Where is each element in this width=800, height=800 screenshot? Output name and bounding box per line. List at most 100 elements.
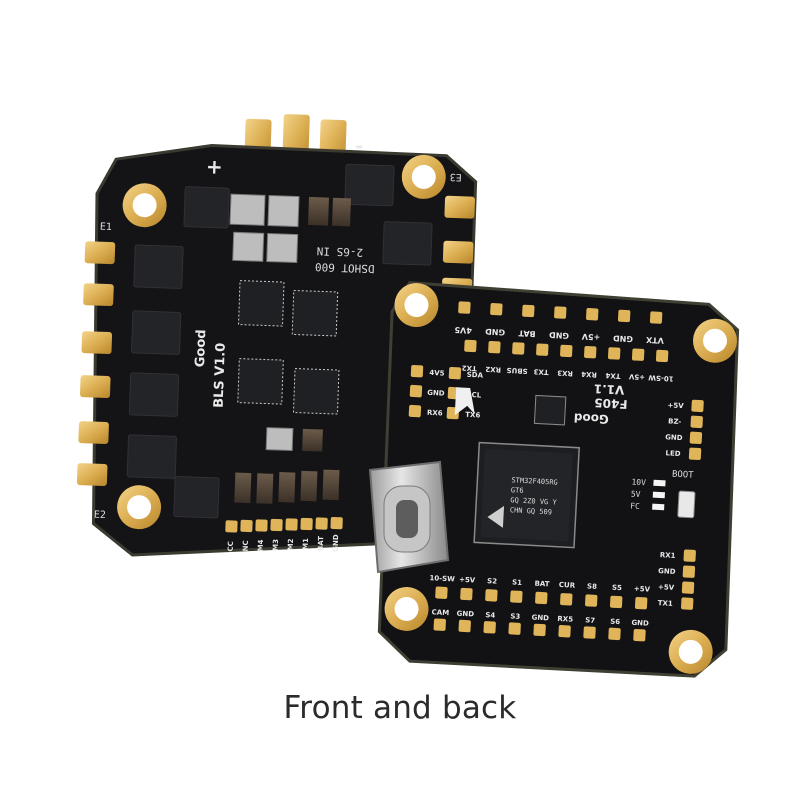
solder-pad [683, 549, 696, 562]
pad-label: GND [631, 619, 649, 628]
solder-pad [483, 621, 496, 634]
solder-pad [554, 306, 567, 319]
pad-label: M4 [257, 539, 265, 551]
pad-label: RX6 [427, 409, 443, 418]
pad-label: S4 [485, 611, 495, 620]
fc-boot-button [677, 490, 696, 519]
pad-label: BZ- [668, 417, 682, 426]
pad-label: 4V5 [454, 325, 472, 335]
pad-label: SDA [467, 371, 484, 380]
pad-label: CAM [431, 608, 449, 617]
pad-label: 10-SW [648, 373, 674, 382]
pad-label: RX5 [557, 615, 573, 624]
pad-label: 4V5 [429, 369, 445, 378]
solder-pad [409, 384, 423, 398]
solder-pad [448, 366, 462, 380]
fc-side-label: FC [630, 502, 640, 512]
pad-label: +5V [459, 576, 476, 585]
pad-label: M3 [272, 539, 280, 551]
solder-pad [688, 447, 702, 461]
solder-pad [270, 518, 283, 532]
esc-version: BLS V1.0 [212, 343, 229, 409]
solder-pad [560, 593, 573, 606]
pad-label: GND [456, 610, 474, 619]
pad-label: +5V [628, 372, 645, 381]
solder-pad [608, 627, 621, 641]
pad-label: NC [242, 540, 250, 551]
solder-pad [490, 303, 503, 316]
esc-plus-label: + [206, 154, 224, 179]
pad-label: TX3 [533, 367, 549, 376]
pad-label: TX6 [465, 411, 481, 420]
solder-pad [536, 343, 549, 356]
solder-pad [410, 364, 424, 378]
solder-pad [681, 581, 695, 594]
pad-label: S5 [612, 584, 622, 593]
esc-mount-holes [117, 154, 446, 530]
pad-label: BAT [317, 536, 326, 551]
fc-mount-holes [384, 283, 737, 674]
pad-label: +5V [634, 585, 651, 594]
solder-pad [584, 346, 597, 359]
esc-corner-labels: E3 E1 E2 [94, 171, 462, 521]
fc-mcu: STM32F405RG GT6 GQ 2Z0 VG Y CHN GQ 509 [473, 441, 580, 549]
pad-label: BAT [534, 580, 550, 589]
solder-pad [560, 344, 573, 358]
brand-logo-icon [454, 387, 475, 416]
pad-label: GND [332, 534, 341, 552]
esc-corner-e3: E3 [450, 171, 462, 182]
solder-pad [255, 519, 268, 532]
pad-label: GND [485, 327, 506, 337]
fc-boot-label: BOOT [672, 470, 695, 481]
pad-label: TX1 [657, 599, 673, 608]
solder-pad [512, 342, 525, 355]
solder-pad [691, 399, 704, 413]
pad-label: S1 [512, 578, 522, 587]
pad-label: S8 [587, 582, 597, 591]
pad-label: GND [531, 614, 549, 623]
solder-pad [583, 626, 596, 639]
solder-pad [558, 625, 571, 638]
solder-pad [460, 587, 473, 601]
pad-label: +5V [581, 332, 601, 342]
solder-pad [510, 590, 523, 603]
pad-label: +5V [667, 401, 684, 410]
solder-pad [609, 595, 623, 609]
solder-pad [435, 586, 448, 599]
esc-brand: Good [193, 329, 209, 367]
solder-pad [433, 618, 446, 631]
solder-pad [631, 348, 645, 361]
pad-label: M1 [302, 538, 310, 550]
fc-board: VTXGND+5VGNDBATGND4V510-SW+5VTX4RX4RX3TX… [377, 281, 740, 678]
pad-label: S7 [585, 616, 595, 625]
pad-label: SBUS [506, 366, 527, 375]
esc-dshot: DSHOT 600 [315, 260, 375, 275]
solder-pad [680, 597, 694, 610]
esc-left-pads [76, 241, 116, 486]
solder-pad [655, 349, 669, 363]
solder-pad [240, 519, 253, 533]
solder-pad [458, 301, 471, 314]
esc-ics [237, 280, 340, 415]
caption: Front and back [283, 690, 517, 726]
pad-label: CUR [559, 581, 576, 590]
pad-label: LED [665, 449, 681, 458]
fc-mcu-line-4: CHN GQ 509 [510, 506, 553, 516]
pad-label: GND [658, 567, 676, 576]
fc-leds [652, 479, 666, 511]
fc-model: F405 [594, 395, 628, 411]
pad-label: TX2 [461, 364, 477, 373]
fc-mcu-line-3: GQ 2Z0 VG Y [510, 496, 557, 506]
solder-pad [315, 517, 328, 530]
pad-label: GND [665, 433, 683, 442]
fc-mcu-line-2: GT6 [511, 486, 524, 495]
fc-brand: Good [573, 410, 609, 426]
esc-corner-e1: E1 [100, 222, 112, 233]
pad-label: GND [612, 333, 633, 343]
pad-label: S6 [610, 618, 620, 627]
solder-pad [682, 565, 696, 578]
